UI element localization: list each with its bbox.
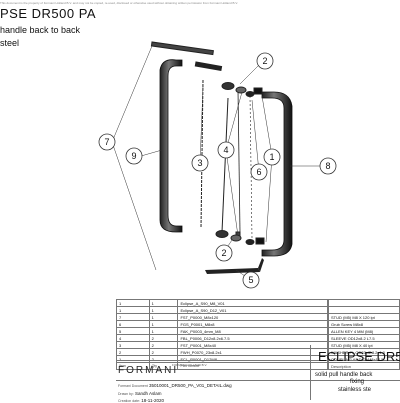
product-description-line2: fixing	[350, 379, 365, 385]
parts-cell-part: FST_P0001_M8x40	[177, 341, 328, 349]
callout-9-label: 9	[131, 151, 136, 161]
parts-cell-desc: SLEEVE OD12x8.2 L7.5	[328, 334, 400, 342]
parts-desc-row	[328, 306, 400, 314]
right-handle	[261, 91, 293, 257]
parts-cell-qty: 1	[116, 355, 150, 363]
parts-cell-desc: Grub Screw M8x8	[328, 320, 400, 328]
callout-9	[125, 147, 143, 165]
allen-key	[205, 258, 264, 274]
parts-cell-item: 1	[148, 320, 179, 328]
parts-head-part: Part number	[177, 362, 328, 370]
parts-cell-desc	[328, 306, 400, 314]
parts-cell-item: 2	[148, 355, 179, 363]
callout-1-label: 1	[269, 152, 274, 162]
parts-desc-row: STUD (M5) M8 X 120 ipt	[328, 313, 400, 321]
callout-4-label: 4	[223, 145, 228, 155]
parts-cell-item: 1	[148, 313, 179, 321]
parts-cell-desc: STUD (M5) M8 X 40 ipt	[328, 341, 400, 349]
drawing-title: PSE DR500 PA	[0, 6, 97, 21]
callout-2-bottom	[215, 244, 233, 262]
parts-cell-desc: ALLEN KEY 4 MM (M8)	[328, 327, 400, 335]
date-row: Creation date: 18-11-2020	[118, 398, 164, 403]
callout-3-label: 3	[197, 158, 202, 168]
product-description-line3: stainless ste	[338, 387, 372, 393]
drawn-by-row: Drawn by: Sandh Aslam	[118, 391, 162, 396]
document-filename: 35010001_DR500_PA_V01_DETAIL.dwg	[149, 383, 232, 388]
parts-desc-row: Grub Screw M8x8	[328, 320, 400, 328]
date-value: 18-11-2020	[141, 398, 164, 403]
formani-logo: FORMANI	[118, 365, 179, 376]
callout-2-bottom-label: 2	[221, 248, 226, 258]
parts-cell-part: FCL_P0001_D12M8	[177, 355, 328, 363]
parts-cell-qty: 1	[116, 306, 150, 314]
parts-cell-part: FGS_P0001_M8x8	[177, 320, 328, 328]
parts-desc-row: STUD (M5) M8 X 40 ipt	[328, 341, 400, 349]
callout-5-label: 5	[248, 275, 253, 285]
parts-cell-item: 1	[148, 306, 179, 314]
product-title: ECLIPSE DR5	[318, 349, 400, 364]
parts-cell-part: Eclipse_A_S90_M8_V01	[177, 299, 328, 307]
callout-7-label: 7	[104, 137, 109, 147]
left-handle	[159, 59, 183, 233]
document-row: Formani Document 35010001_DR500_PA_V01_D…	[118, 383, 232, 388]
callout-7	[98, 133, 116, 151]
parts-cell-part: FBL_P0006_D12x8.2x6.7.5	[177, 334, 328, 342]
callout-6-label: 6	[256, 167, 261, 177]
parts-cell-qty: 6	[116, 320, 150, 328]
drawn-by-value: Sandh Aslam	[135, 391, 162, 396]
callout-5	[242, 271, 260, 289]
parts-cell-item: 1	[148, 299, 179, 307]
callout-3	[191, 154, 209, 172]
drawn-by-label: Drawn by:	[118, 392, 134, 396]
long-stud	[150, 41, 241, 237]
callout-4	[217, 141, 235, 159]
exploded-view-drawing: 2 1 4 3 6 7 9 8 2 5	[98, 41, 337, 289]
parts-cell-qty: 7	[116, 313, 150, 321]
parts-cell-qty: 4	[116, 334, 150, 342]
parts-desc-row	[328, 299, 400, 307]
parts-cell-item: 2	[148, 334, 179, 342]
parts-cell-part: FST_P0000_M8x120	[177, 313, 328, 321]
parts-cell-part: Eclipse_A_S90_D12_V01	[177, 306, 328, 314]
product-description-line1: solid pull handle back	[315, 372, 373, 378]
parts-desc-row: SLEEVE OD12x8.2 L7.5	[328, 334, 400, 342]
company-address: FORMANI HOLLAND B.V.	[172, 363, 208, 367]
parts-cell-item: 2	[148, 348, 179, 356]
parts-cell-part: FAK_P0003_4mm_M8	[177, 327, 328, 335]
callout-8-label: 8	[325, 161, 330, 171]
drawing-material: steel	[0, 38, 20, 48]
parts-cell-desc: STUD (M5) M8 X 120 ipt	[328, 313, 400, 321]
parts-cell-part: FWH_P0070_23x8.2x1	[177, 348, 328, 356]
callout-2-top	[256, 52, 274, 70]
parts-cell-item: 2	[148, 341, 179, 349]
parts-head-desc: Description	[328, 362, 400, 370]
studs-and-washers	[194, 61, 265, 245]
confidentiality-note: This document is the property of Formani…	[0, 1, 238, 5]
callout-1	[263, 148, 281, 166]
callout-8	[319, 157, 337, 175]
parts-cell-qty: 5	[116, 327, 150, 335]
callout-6	[250, 163, 268, 181]
drawing-subtitle: handle back to back	[0, 25, 81, 35]
parts-cell-qty: 3	[116, 341, 150, 349]
callout-2-top-label: 2	[262, 56, 267, 66]
parts-cell-item: 1	[148, 327, 179, 335]
parts-cell-desc	[328, 299, 400, 307]
parts-cell-qty: 2	[116, 348, 150, 356]
parts-desc-row: ALLEN KEY 4 MM (M8)	[328, 327, 400, 335]
document-label: Formani Document	[118, 384, 148, 388]
parts-cell-qty: 1	[116, 299, 150, 307]
